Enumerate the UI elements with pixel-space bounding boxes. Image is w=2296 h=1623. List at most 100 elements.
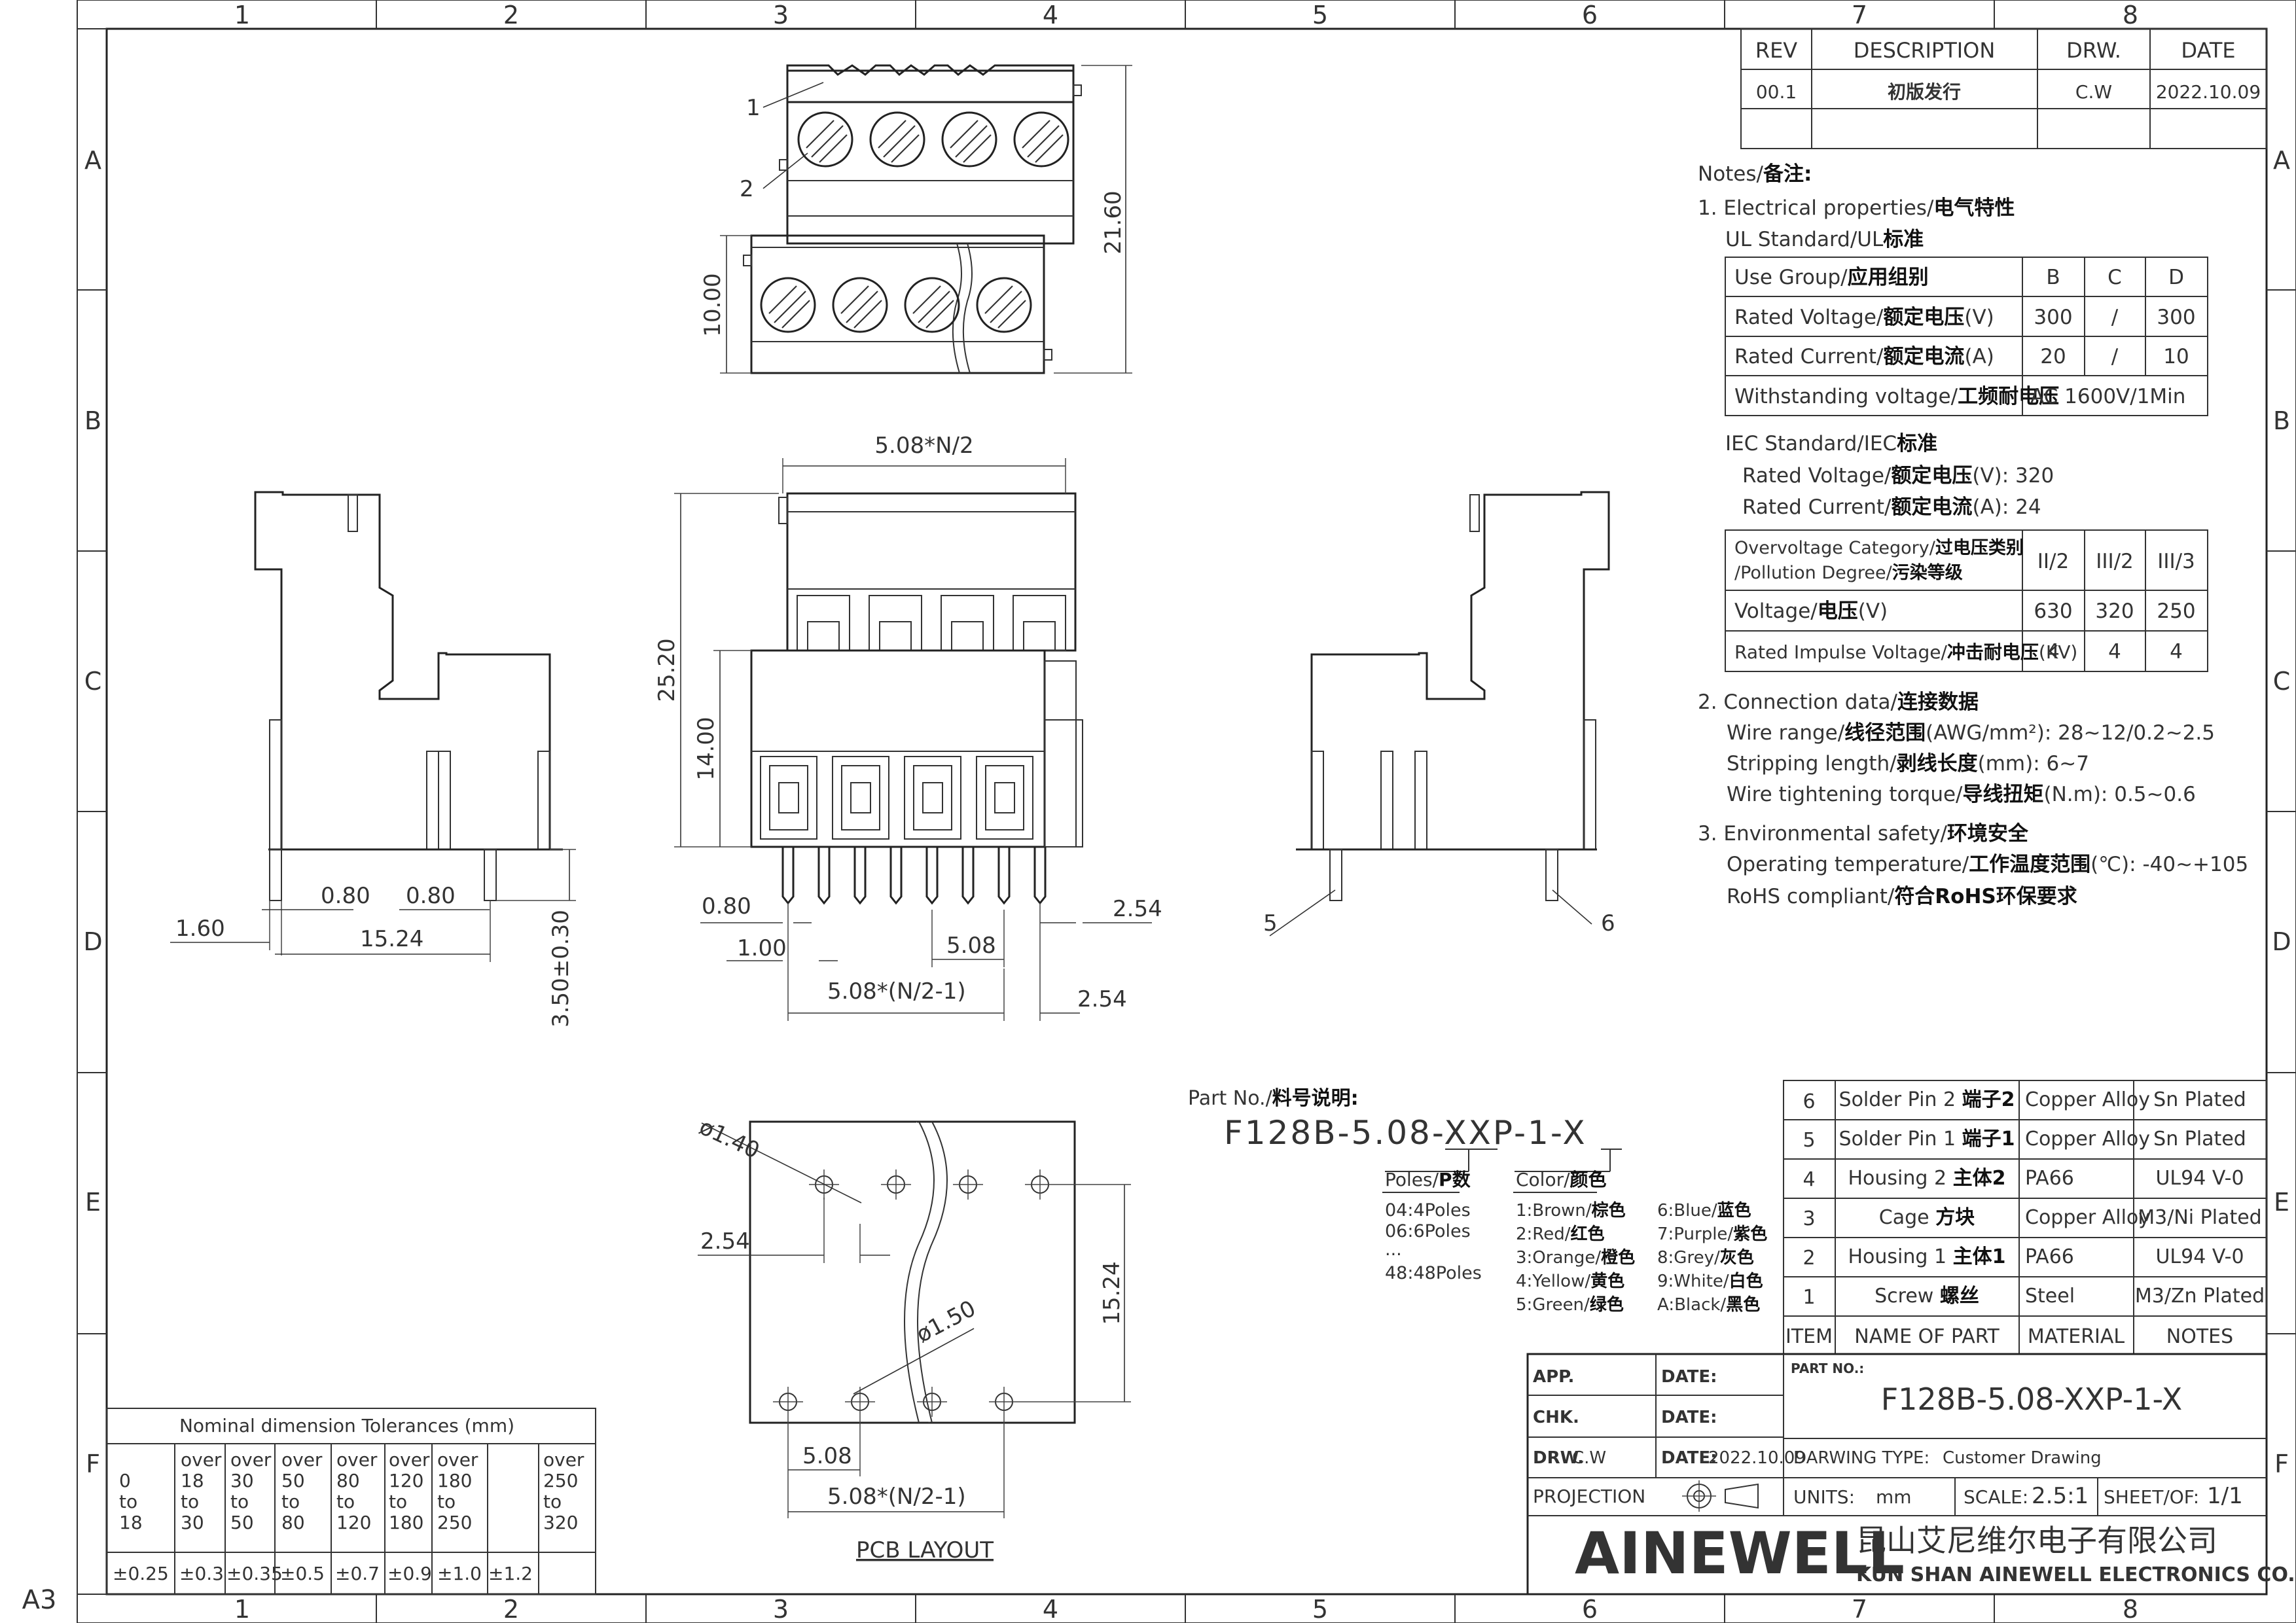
color-option: 1:Brown/棕色 xyxy=(1516,1200,1626,1221)
part-number-block: Part No./料号说明: F128B-5.08-XXP-1-X Poles/… xyxy=(1188,1087,1767,1315)
bom-header-notes: NOTES xyxy=(2166,1325,2233,1348)
iec-header: /Pollution Degree/污染等级 xyxy=(1734,562,1963,583)
range-cell: over xyxy=(336,1449,378,1471)
dim-pcb-508: 5.08 xyxy=(802,1443,852,1469)
pcb-layout-title: PCB LAYOUT xyxy=(856,1537,994,1563)
bom-header-item: ITEM xyxy=(1785,1325,1833,1348)
range-cell: to xyxy=(181,1491,199,1512)
date-header: DATE xyxy=(2181,38,2235,63)
projection-label: PROJECTION xyxy=(1533,1486,1645,1507)
chk-label: CHK. xyxy=(1533,1408,1579,1427)
company-logo: AINEWELL xyxy=(1575,1520,1905,1587)
range-cell: 250 xyxy=(437,1512,472,1533)
app-label: APP. xyxy=(1533,1367,1574,1387)
iec-cell: 4 xyxy=(2108,640,2121,664)
bom-header-material: MATERIAL xyxy=(2028,1325,2125,1348)
range-cell: 18 xyxy=(181,1470,204,1491)
title-block: APP. DATE: CHK. DATE: DRW. C.W DATE: 202… xyxy=(1526,1353,2296,1596)
range-cell: 0 xyxy=(119,1470,131,1491)
electrical-heading: 1. Electrical properties/电气特性 xyxy=(1698,196,2015,220)
range-cell: over xyxy=(389,1449,430,1471)
bom-item: 4 xyxy=(1803,1168,1815,1191)
dim-pin-pitch: 1.00 xyxy=(737,935,787,961)
range-cell: 320 xyxy=(543,1512,578,1533)
drw-date-label: DATE: xyxy=(1661,1448,1717,1468)
bom-table: 6 Solder Pin 2 端子2 Copper Alloy Sn Plate… xyxy=(1783,1080,2267,1355)
row-label-right: D xyxy=(2272,927,2291,956)
dim-side-080-b: 0.80 xyxy=(406,883,456,909)
tolerance-value: ±0.5 xyxy=(280,1563,325,1584)
range-cell: 250 xyxy=(543,1470,578,1491)
drw-value: C.W xyxy=(2075,81,2112,103)
screw-heads-upper xyxy=(797,111,1069,168)
dim-pitch-half: 5.08*N/2 xyxy=(874,433,973,459)
col-label-bottom: 7 xyxy=(1852,1595,1867,1623)
range-cell: 50 xyxy=(230,1512,254,1533)
projection-symbol-icon xyxy=(1682,1480,1759,1512)
range-cell: 50 xyxy=(281,1470,305,1491)
dim-pin-width: 0.80 xyxy=(702,893,751,919)
callout-2: 2 xyxy=(740,176,754,202)
dim-pin-length: 3.50±0.30 xyxy=(548,910,574,1027)
range-cell: over xyxy=(281,1449,323,1471)
left-side-view: 1.60 0.80 0.80 15.24 3.50±0.30 xyxy=(170,491,576,1027)
ul-row-label: Use Group/应用组别 xyxy=(1734,266,1929,289)
bom-material: Copper Alloy xyxy=(2025,1206,2150,1229)
pole-option: ... xyxy=(1385,1240,1402,1260)
bom-name: Screw 螺丝 xyxy=(1874,1285,1979,1308)
drw-label: DRW. xyxy=(1533,1448,1584,1468)
rev-header: REV xyxy=(1755,38,1797,63)
bom-name: Housing 1 主体1 xyxy=(1848,1245,2006,1268)
bom-material: Copper Alloy xyxy=(2025,1128,2150,1150)
row-label-left: C xyxy=(84,667,102,696)
iec-cell: 4 xyxy=(2170,640,2183,664)
bom-material: PA66 xyxy=(2025,1167,2074,1190)
bom-material: Steel xyxy=(2025,1285,2075,1308)
bom-header-name: NAME OF PART xyxy=(1854,1325,2000,1348)
screw-heads-lower xyxy=(760,277,1032,333)
callout-5: 5 xyxy=(1263,910,1278,936)
pole-option: 06:6Poles xyxy=(1385,1221,1471,1241)
right-side-view: 5 6 xyxy=(1263,491,1615,936)
bom-name: Solder Pin 2 端子2 xyxy=(1839,1088,2015,1111)
range-cell: over xyxy=(181,1449,222,1471)
dim-front-lower: 14.00 xyxy=(693,717,719,780)
tolerance-value: ±0.9 xyxy=(387,1563,432,1584)
bom-item: 5 xyxy=(1803,1129,1815,1152)
range-cell: to xyxy=(336,1491,355,1512)
row-label-left: E xyxy=(85,1188,101,1217)
sheet-value: 1/1 xyxy=(2207,1483,2243,1509)
drw-date-value: 2022.10.09 xyxy=(1708,1448,1806,1468)
sheet-frame xyxy=(77,0,2296,1623)
iec-cell: 630 xyxy=(2034,599,2072,623)
iec-voltage: Rated Voltage/额定电压(V): 320 xyxy=(1742,464,2054,488)
iec-col: III/2 xyxy=(2096,550,2134,573)
range-cell: 30 xyxy=(181,1512,204,1533)
sheet-label: SHEET/OF: xyxy=(2104,1486,2199,1508)
iec-impulse-label: Rated Impulse Voltage/冲击耐电压(KV) xyxy=(1734,641,2077,663)
tolerance-value: ±1.0 xyxy=(437,1563,482,1584)
iec-heading: IEC Standard/IEC标准 xyxy=(1725,432,1937,455)
tolerance-value: ±0.25 xyxy=(113,1563,169,1584)
bom-material: PA66 xyxy=(2025,1245,2074,1268)
row-label-left: F xyxy=(86,1450,100,1478)
row-label-left: D xyxy=(83,927,102,956)
notes-block: Notes/备注: 1. Electrical properties/电气特性 … xyxy=(1698,162,2248,908)
description-value: 初版发行 xyxy=(1888,81,1961,103)
dim-top-height: 21.60 xyxy=(1100,190,1126,254)
company-name-cn: 昆山艾尼维尔电子有限公司 xyxy=(1856,1523,2217,1558)
col-label-top: 8 xyxy=(2123,1,2138,29)
part-no-title: Part No./料号说明: xyxy=(1188,1087,1359,1110)
range-cell: to xyxy=(119,1491,137,1512)
top-view: 1 2 21.60 10.00 xyxy=(700,64,1132,374)
range-cell: over xyxy=(230,1449,272,1471)
bom-name: Housing 2 主体2 xyxy=(1848,1167,2006,1190)
tolerance-value: ±0.35 xyxy=(226,1563,283,1584)
rohs: RoHS compliant/符合RoHS环保要求 xyxy=(1727,885,2077,908)
col-label-top: 2 xyxy=(503,1,519,29)
iec-voltage-label: Voltage/电压(V) xyxy=(1734,599,1888,623)
range-cell: to xyxy=(389,1491,407,1512)
units-value: mm xyxy=(1876,1486,1912,1508)
company-name-en: KUN SHAN AINEWELL ELECTRONICS CO.,LTD xyxy=(1856,1563,2296,1586)
dim-pitch-total: 5.08*(N/2-1) xyxy=(827,978,966,1005)
